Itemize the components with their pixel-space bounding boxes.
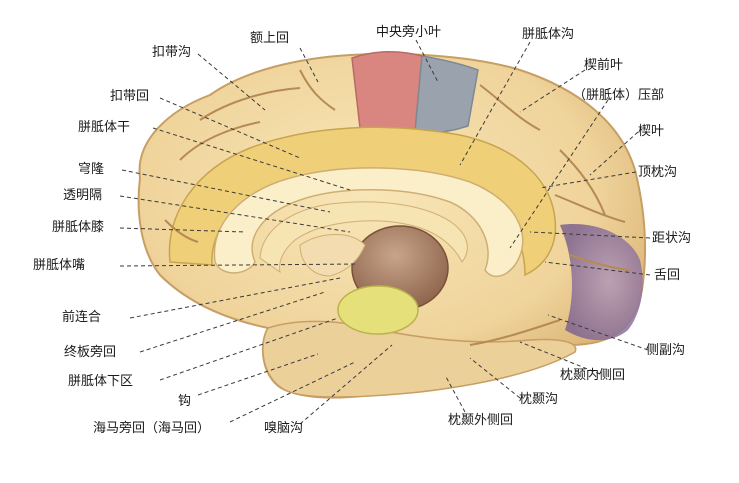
label-ding-zhen-gou: 顶枕沟 <box>638 165 678 180</box>
label-ju-zhuang-gou: 距状沟 <box>652 231 692 246</box>
label-qian-lian-he: 前连合 <box>62 310 102 325</box>
label-xie-qian-ye: 楔前叶 <box>584 58 624 73</box>
label-kou-dai-gou: 扣带沟 <box>152 45 192 60</box>
leader-lines <box>119 39 651 425</box>
label-gou: 钩 <box>178 394 192 409</box>
label-xiu-nao-gou: 嗅脑沟 <box>264 421 304 436</box>
label-pian-zhi-ti-ya-bu: （胼胝体）压部 <box>573 88 665 103</box>
occipital-shaded-region <box>560 224 643 341</box>
label-qiong-long: 穹隆 <box>78 162 105 177</box>
corpus-callosum <box>213 167 524 277</box>
label-pian-zhi-ti-zui: 胼胝体嘴 <box>33 258 86 273</box>
label-hai-ma-pang-hui: 海马旁回（海马回） <box>93 421 211 436</box>
paracentral-gray-region <box>414 55 479 134</box>
label-ce-fu-gou: 侧副沟 <box>646 343 686 358</box>
label-kou-dai-hui: 扣带回 <box>110 89 150 104</box>
label-zhen-nie-wai-ce-hui: 枕颞外侧回 <box>448 413 514 428</box>
label-pian-zhi-ti-gou: 胼胝体沟 <box>522 27 575 42</box>
paracentral-red-region <box>351 50 423 135</box>
label-zhong-yang-pang-xiao-ye: 中央旁小叶 <box>376 25 442 40</box>
label-zhen-nie-nei-ce-hui: 枕颞内侧回 <box>560 368 626 383</box>
uncus <box>337 285 419 335</box>
label-zhong-ban-pang-hui: 终板旁回 <box>64 345 117 360</box>
label-zhen-nie-gou: 枕颞沟 <box>519 392 559 407</box>
fornix <box>259 201 468 274</box>
label-xie-ye: 楔叶 <box>638 124 665 139</box>
label-pian-zhi-ti-xia-qu: 胼胝体下区 <box>68 374 134 389</box>
label-e-shang-hui: 额上回 <box>250 31 290 46</box>
septum-region <box>299 234 366 277</box>
label-she-hui: 舌回 <box>654 268 681 283</box>
label-pian-zhi-ti-xi: 胼胝体膝 <box>52 220 105 235</box>
label-tou-ming-ge: 透明隔 <box>63 188 103 203</box>
label-pian-zhi-ti-gan: 胼胝体干 <box>78 120 131 135</box>
